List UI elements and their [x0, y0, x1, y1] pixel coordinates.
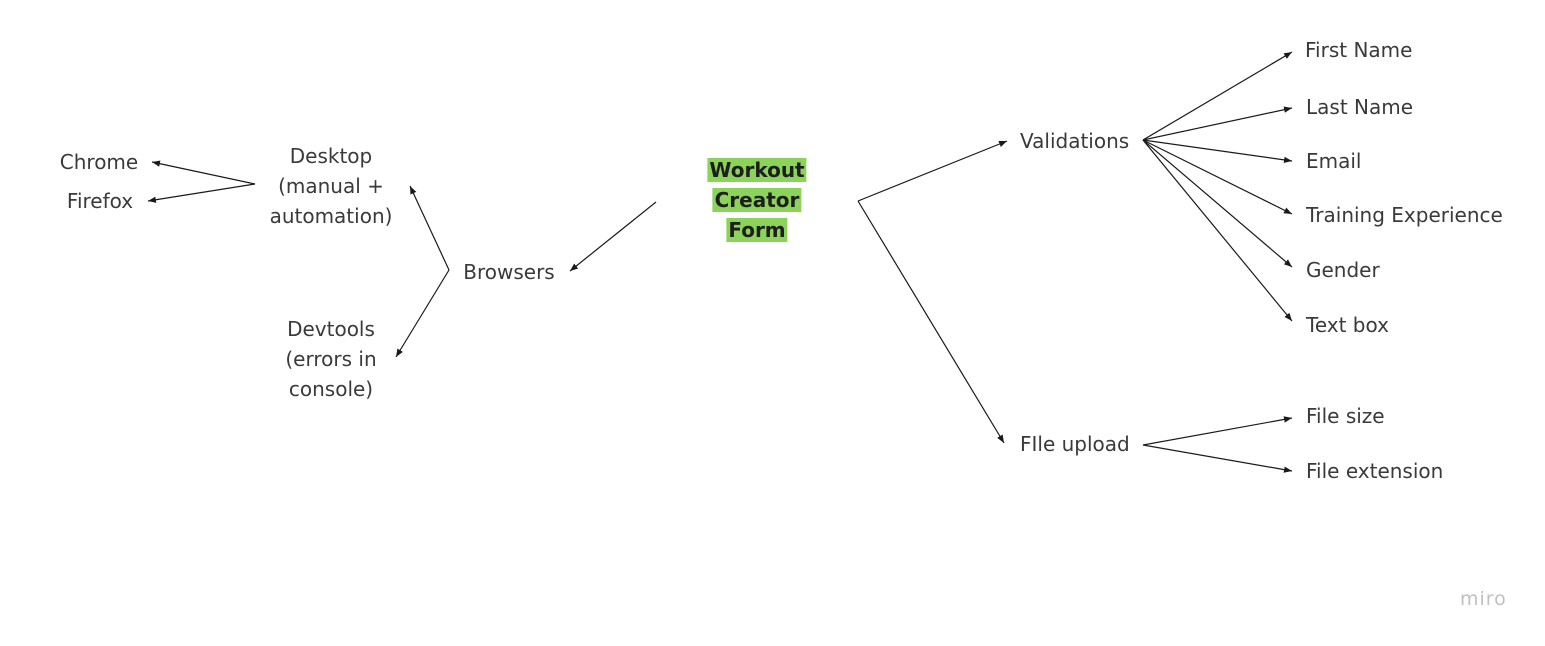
node-browsers[interactable]: Browsers — [463, 260, 555, 284]
edge-validations-lastname — [1142, 106, 1293, 141]
edge-fileupload-filesize — [1142, 416, 1293, 446]
miro-logo: miro — [1460, 588, 1507, 610]
node-desktop-line-2: (manual + — [278, 174, 384, 198]
center-node-workout-creator-form[interactable]: Workout Creator Form — [707, 155, 807, 245]
node-desktop-line-1: Desktop — [289, 144, 373, 168]
node-desktop[interactable]: Desktop (manual + automation) — [270, 141, 393, 231]
edge-desktop-chrome — [151, 160, 256, 185]
node-gender[interactable]: Gender — [1306, 258, 1380, 282]
edge-validations-training — [1142, 139, 1293, 215]
center-title-line-3: Form — [726, 218, 788, 242]
edge-validations-email — [1142, 139, 1293, 164]
node-desktop-line-3: automation) — [269, 204, 393, 228]
edge-validations-gender — [1142, 139, 1293, 268]
center-title-line-1: Workout — [707, 158, 807, 182]
node-text-box[interactable]: Text box — [1306, 313, 1389, 337]
node-firefox[interactable]: Firefox — [66, 189, 134, 213]
node-file-extension[interactable]: File extension — [1306, 459, 1444, 483]
node-email[interactable]: Email — [1306, 149, 1362, 173]
node-devtools-line-1: Devtools — [287, 317, 375, 341]
edge-validations-firstname — [1142, 51, 1293, 141]
node-file-size[interactable]: File size — [1306, 404, 1385, 428]
edge-browsers-desktop — [409, 185, 450, 271]
edge-browsers-devtools — [395, 269, 450, 358]
edge-center-validations — [857, 140, 1008, 202]
node-first-name[interactable]: First Name — [1305, 38, 1413, 62]
edge-desktop-firefox — [147, 183, 256, 203]
node-devtools-line-3: console) — [288, 377, 374, 401]
edge-fileupload-fileextension — [1142, 444, 1293, 473]
edge-validations-textbox — [1142, 139, 1293, 322]
node-validations[interactable]: Validations — [1020, 129, 1130, 153]
node-devtools-line-2: (errors in — [285, 347, 377, 371]
node-file-upload[interactable]: FIle upload — [1020, 432, 1130, 456]
edge-center-browsers — [569, 201, 657, 272]
node-training-experience[interactable]: Training Experience — [1306, 203, 1503, 227]
node-chrome[interactable]: Chrome — [59, 150, 139, 174]
node-devtools[interactable]: Devtools (errors in console) — [285, 314, 376, 404]
center-title-line-2: Creator — [712, 188, 802, 212]
node-last-name[interactable]: Last Name — [1306, 95, 1414, 119]
edge-center-fileupload — [857, 200, 1005, 444]
